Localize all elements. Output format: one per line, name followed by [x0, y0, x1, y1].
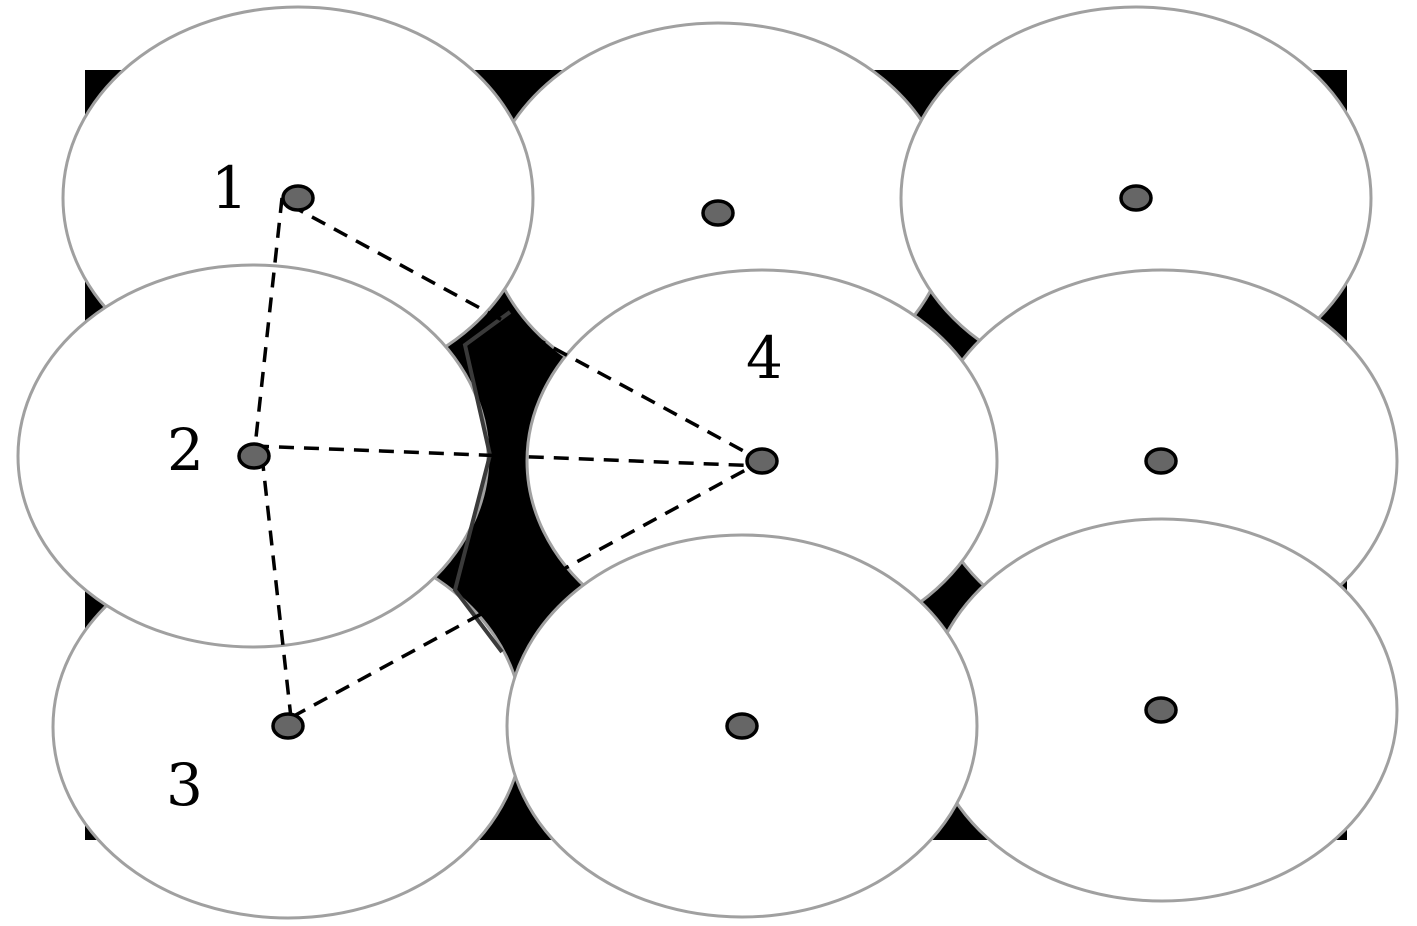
dashed-line-2-3	[260, 455, 294, 728]
dashed-line-1-4	[289, 203, 763, 463]
label-1: 1	[211, 154, 248, 222]
center-dot-2	[237, 442, 271, 470]
center-dot-top-middle	[701, 199, 735, 227]
dashed-line-2-4	[253, 444, 763, 468]
label-4: 4	[746, 324, 783, 392]
center-dots	[237, 184, 1178, 740]
label-2: 2	[167, 416, 204, 484]
center-dot-3	[271, 712, 305, 740]
center-dot-bottom-right	[1144, 696, 1178, 724]
dashed-connections	[252, 197, 763, 728]
point-labels: 1 2 3 4	[166, 154, 783, 819]
center-dot-bottom-middle	[725, 712, 759, 740]
dashed-line-3-4	[291, 459, 763, 719]
label-3: 3	[166, 751, 203, 819]
center-dot-middle-right	[1144, 447, 1178, 475]
center-dot-top-right	[1119, 184, 1153, 212]
circle-layer	[16, 5, 1399, 920]
dashed-line-1-2	[252, 197, 284, 457]
center-dot-4	[745, 447, 779, 475]
center-dot-1	[281, 184, 315, 212]
